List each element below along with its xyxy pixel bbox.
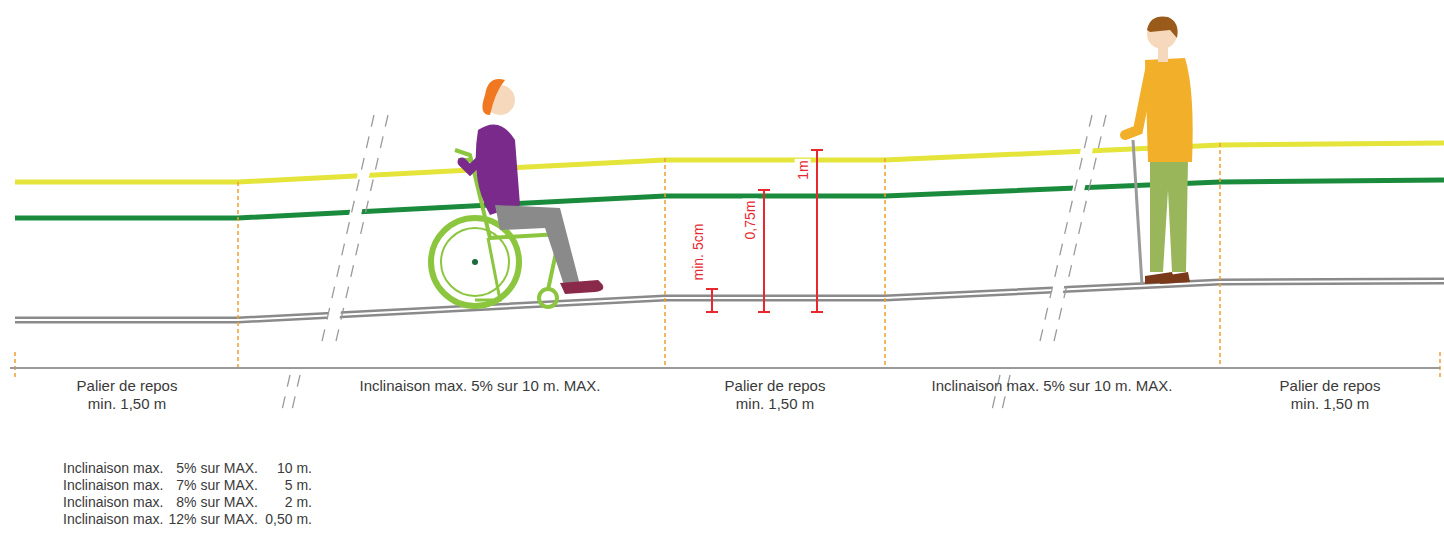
section-label: Inclinaison max. 5% sur 10 m. MAX. xyxy=(932,377,1173,394)
section-label: Palier de repos xyxy=(1280,377,1381,394)
table-cell: 7% sur MAX. xyxy=(176,477,258,493)
table-cell: Inclinaison max. xyxy=(63,477,163,493)
table-cell: 12% sur MAX. xyxy=(169,511,258,527)
table-cell: 0,50 m. xyxy=(265,511,312,527)
table-cell: Inclinaison max. xyxy=(63,511,163,527)
section-label: Palier de repos xyxy=(725,377,826,394)
height-dimensions xyxy=(706,150,823,312)
section-label: Inclinaison max. 5% sur 10 m. MAX. xyxy=(360,377,601,394)
table-cell: Inclinaison max. xyxy=(63,494,163,510)
section-label: min. 1,50 m xyxy=(88,395,166,412)
table-cell: 2 m. xyxy=(285,494,312,510)
dimension-label: min. 5cm xyxy=(690,222,706,283)
section-label: Palier de repos xyxy=(77,377,178,394)
section-label: min. 1,50 m xyxy=(1291,395,1369,412)
table-cell: 5 m. xyxy=(285,477,312,493)
section-lines xyxy=(15,143,1440,380)
dimension-label: 1m xyxy=(795,158,811,181)
ramp-surface xyxy=(15,281,1444,320)
table-cell: 10 m. xyxy=(277,460,312,476)
upper-handrail xyxy=(15,143,1444,182)
table-cell: Inclinaison max. xyxy=(63,460,163,476)
section-label: min. 1,50 m xyxy=(736,395,814,412)
break-marks xyxy=(282,105,1106,410)
wheelchair-user xyxy=(431,79,603,307)
table-cell: 5% sur MAX. xyxy=(176,460,258,476)
dimension-label: 0,75m xyxy=(742,199,758,242)
table-cell: 8% sur MAX. xyxy=(176,494,258,510)
axis-line xyxy=(10,367,1440,369)
ramp-surface-gap xyxy=(15,281,1444,320)
lower-handrail xyxy=(15,180,1444,218)
person-with-crutch xyxy=(1125,17,1193,285)
